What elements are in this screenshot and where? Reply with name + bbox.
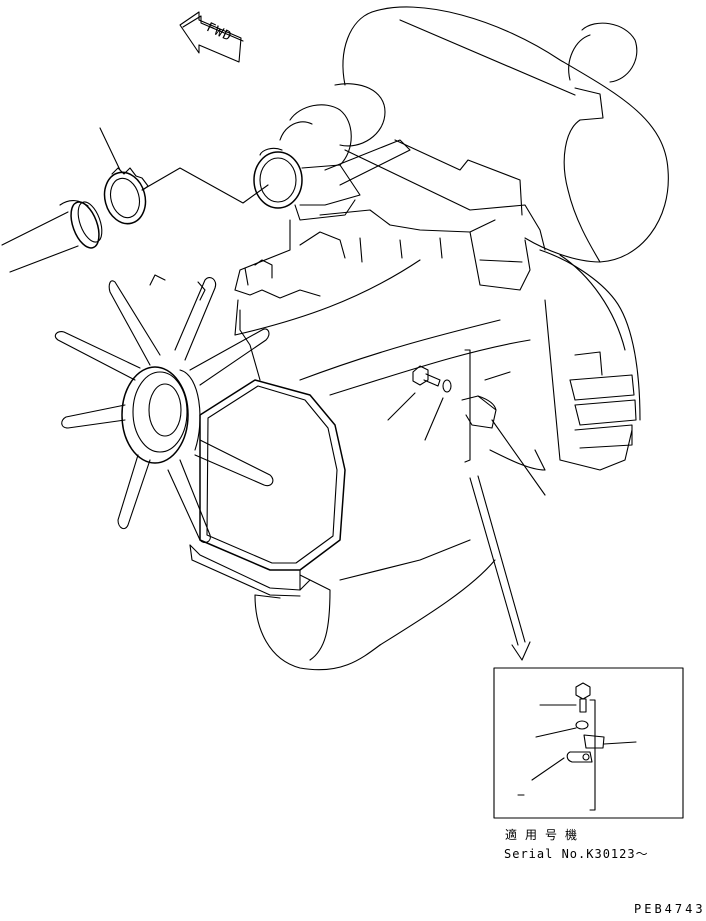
serial-number-label: Serial No.K30123～ [504,847,649,861]
fwd-arrow-icon: FWD [179,11,244,63]
cooling-fan [54,274,274,544]
hose-clamp [103,167,149,225]
intake-hose [1,200,103,273]
detail-arrow-icon [469,475,531,661]
drawing-code: PEB4743 [634,902,706,916]
muffler [342,6,669,263]
leader-lines [99,127,546,496]
fwd-label: FWD [204,20,234,45]
engine-block [234,139,641,471]
turbocharger [253,83,411,221]
front-cover [189,309,346,597]
bolt [412,365,441,387]
tube-clip [461,349,497,463]
detail-inset [493,667,684,819]
washer [442,379,452,393]
applicable-serial-heading: 適用号機 [505,828,586,842]
oil-pan [254,539,496,671]
